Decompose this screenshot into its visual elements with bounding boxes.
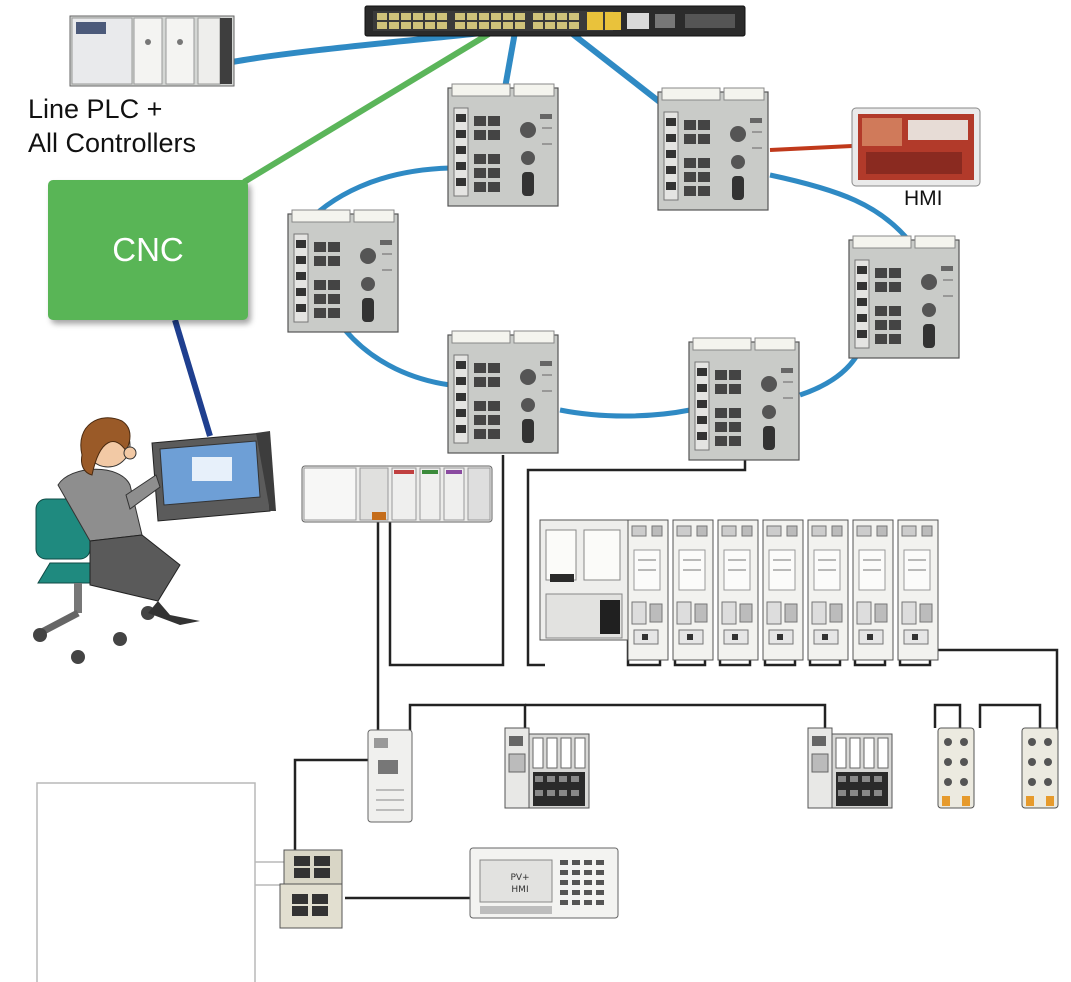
- cnc-node[interactable]: CNC: [48, 180, 248, 320]
- plc-label-line1: Line PLC +: [28, 94, 163, 124]
- managed-switch-icon[interactable]: [447, 83, 559, 207]
- managed-switch-icon[interactable]: [657, 87, 769, 211]
- servo-drive-icon[interactable]: [539, 519, 939, 661]
- panelview-screen-text: PV+ HMI: [490, 872, 550, 896]
- panelview-line2: HMI: [511, 885, 529, 895]
- link-core-to-switch-a: [502, 31, 518, 89]
- managed-switch-icon[interactable]: [279, 849, 343, 929]
- compactlogix-controller-icon[interactable]: [301, 465, 493, 523]
- cnc-label: CNC: [112, 231, 184, 268]
- panelview-terminal-icon[interactable]: [469, 847, 619, 919]
- core-ethernet-switch-icon[interactable]: [364, 5, 746, 37]
- panelview-line1: PV+: [510, 873, 530, 883]
- network-adapter-icon[interactable]: [367, 729, 413, 823]
- link-core-to-cnc: [242, 29, 494, 185]
- io-block-icon[interactable]: [807, 727, 893, 809]
- hmi-label: HMI: [904, 187, 943, 210]
- link-core-to-switch-b: [568, 29, 672, 113]
- operator-workstation-icon[interactable]: [33, 417, 276, 664]
- managed-switch-icon[interactable]: [688, 337, 800, 461]
- plc-label: Line PLC + All Controllers: [28, 92, 196, 160]
- plc-label-line2: All Controllers: [28, 128, 197, 158]
- io-block-icon[interactable]: [937, 727, 975, 809]
- managed-switch-icon[interactable]: [848, 235, 960, 359]
- managed-switch-icon[interactable]: [287, 209, 399, 333]
- link-switch-to-hmi: [769, 144, 853, 152]
- hmi-panel-icon[interactable]: [851, 107, 981, 187]
- managed-switch-icon[interactable]: [447, 330, 559, 454]
- io-block-icon[interactable]: [1021, 727, 1059, 809]
- controller-rack-icon[interactable]: [69, 15, 235, 87]
- link-cnc-to-operator: [172, 319, 213, 437]
- io-block-icon[interactable]: [504, 727, 590, 809]
